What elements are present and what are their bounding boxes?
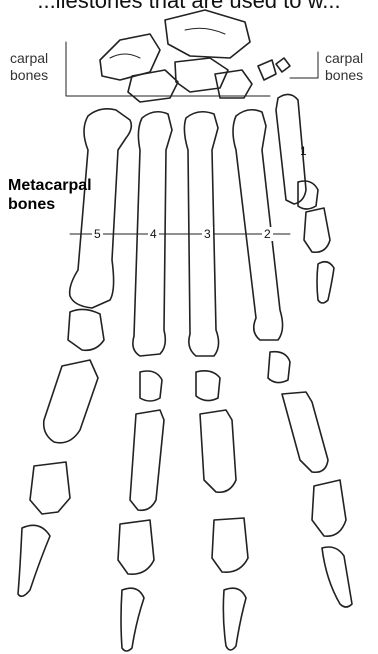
carpal-bone [258, 60, 276, 80]
digit-2 [233, 110, 352, 607]
metacarpal-line1: Metacarpal [8, 176, 92, 195]
carpal-bones-group [100, 10, 290, 102]
carpal-bone [128, 70, 178, 102]
metacarpal-line2: bones [8, 195, 92, 214]
carpal-right-line1: carpal [325, 50, 363, 67]
carpal-left-line1: carpal [10, 50, 48, 67]
digit-3 [184, 112, 248, 650]
carpal-bone [215, 70, 252, 98]
digit-number-3: 3 [202, 227, 213, 241]
carpal-right-leader [290, 52, 318, 78]
digit-number-4: 4 [148, 227, 159, 241]
digit-number-5: 5 [92, 227, 103, 241]
digit-number-2: 2 [262, 227, 273, 241]
carpal-bones-label-right: carpal bones [325, 50, 363, 84]
digit-4 [118, 112, 172, 651]
carpal-bones-label-left: carpal bones [10, 50, 48, 84]
carpal-right-line2: bones [325, 67, 363, 84]
metacarpal-bones-label: Metacarpal bones [8, 176, 92, 214]
carpal-bone [276, 58, 290, 72]
digit-number-1: 1 [300, 144, 307, 158]
digit-1 [276, 94, 334, 303]
carpal-left-line2: bones [10, 67, 48, 84]
carpal-bone [165, 10, 250, 58]
carpal-bone [175, 58, 228, 92]
